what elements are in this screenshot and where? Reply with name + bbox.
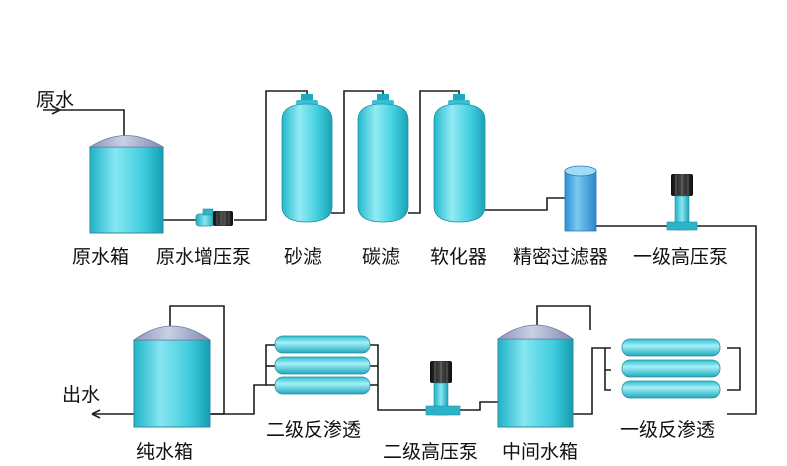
softener: [433, 94, 486, 223]
secondary-ro-label: 二级反渗透: [266, 419, 361, 441]
softener-label: 软化器: [430, 246, 487, 268]
raw-water-in-label: 原水: [36, 89, 74, 111]
inlet-arrow-icon: [51, 105, 62, 115]
primary-ro-label: 一级反渗透: [620, 419, 715, 441]
primary-high-pressure-pump: [666, 174, 698, 231]
intermediate-tank-label: 中间水箱: [502, 441, 578, 463]
labels: 原水 出水 原水箱 原水增压泵 砂滤 碳滤 软化器 精密过滤器 一级高压泵 纯水…: [36, 89, 728, 463]
precision-filter: [564, 165, 597, 232]
raw-water-booster-pump: [195, 208, 233, 227]
carbon-filter: [357, 94, 409, 223]
pipes: [43, 90, 757, 415]
pure-water-tank-label: 纯水箱: [136, 441, 193, 463]
precision-filter-label: 精密过滤器: [513, 246, 608, 268]
secondary-hp-pump-label: 二级高压泵: [383, 441, 478, 463]
flow-arrows: [51, 105, 101, 419]
intermediate-water-tank: [496, 324, 575, 428]
primary-hp-pump-label: 一级高压泵: [633, 246, 728, 268]
secondary-ro-unit: [274, 335, 371, 395]
raw-water-tank-label: 原水箱: [72, 246, 129, 268]
outlet-arrow-icon: [91, 409, 101, 419]
carbon-filter-label: 碳滤: [362, 246, 400, 268]
pure-water-tank: [132, 325, 212, 428]
raw-water-tank: [88, 135, 165, 234]
secondary-high-pressure-pump: [425, 361, 461, 416]
sand-filter: [281, 94, 333, 223]
raw-water-booster-pump-label: 原水增压泵: [156, 246, 251, 268]
sand-filter-label: 砂滤: [284, 246, 322, 268]
primary-ro-unit: [621, 338, 721, 399]
water-out-label: 出水: [62, 384, 100, 406]
